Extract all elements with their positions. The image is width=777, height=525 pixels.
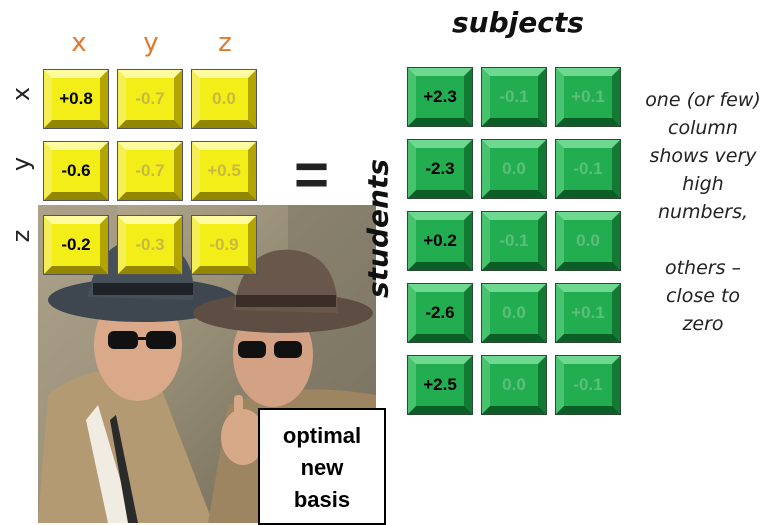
right-matrix-cell: -0.1 [482,212,546,270]
students-label: students [361,159,395,299]
detectives-photo [38,205,376,523]
note-line: numbers, [657,201,749,223]
callout-line: optimal [282,423,362,448]
right-matrix-cell: 0.0 [482,356,546,414]
left-matrix-cell: -0.9 [192,216,256,274]
right-matrix-cell: +0.1 [556,68,620,126]
left-matrix-cell: -0.7 [118,142,182,200]
right-matrix-cell: -2.3 [408,140,472,198]
right-matrix-cell: -0.1 [556,140,620,198]
left-matrix-cell: -0.3 [118,216,182,274]
callout-line: new [300,455,344,480]
row-label-z: z [7,229,35,243]
row-label-x: x [7,86,35,102]
note-line [628,226,777,254]
col-label-z: z [218,28,232,58]
row-label-y: y [7,156,35,172]
right-matrix-cell: -2.6 [408,284,472,342]
note-line: zero [682,313,724,335]
right-matrix-cell: 0.0 [556,212,620,270]
right-matrix-cell: -0.1 [556,356,620,414]
right-matrix-cell: +0.1 [556,284,620,342]
left-matrix-cell: +0.8 [44,70,108,128]
left-matrix-cell: 0.0 [192,70,256,128]
left-matrix-cell: +0.5 [192,142,256,200]
col-label-x: x [71,28,87,58]
right-matrix-cell: +0.2 [408,212,472,270]
note-line: column [668,117,738,139]
note-line: close to [665,285,741,307]
col-label-y: y [143,28,159,58]
subjects-title: subjects [452,6,584,39]
note-line: shows very [649,145,757,167]
right-matrix-cell: -0.1 [482,68,546,126]
right-matrix-cell: 0.0 [482,140,546,198]
right-matrix-cell: +2.5 [408,356,472,414]
note-line: one (or few) [645,89,761,111]
right-matrix-cell: 0.0 [482,284,546,342]
callout-line: basis [293,487,351,512]
two-detectives-photo-icon [38,205,376,523]
note-line: high [682,173,724,195]
left-matrix-cell: -0.6 [44,142,108,200]
optimal-basis-callout: optimal new basis [258,408,386,525]
right-matrix-cell: +2.3 [408,68,472,126]
left-matrix-cell: -0.7 [118,70,182,128]
left-matrix-cell: -0.2 [44,216,108,274]
note-line: others – [664,257,742,279]
explanation-note: one (or few) column shows very high numb… [628,86,777,338]
equals-sign: = [294,141,330,208]
